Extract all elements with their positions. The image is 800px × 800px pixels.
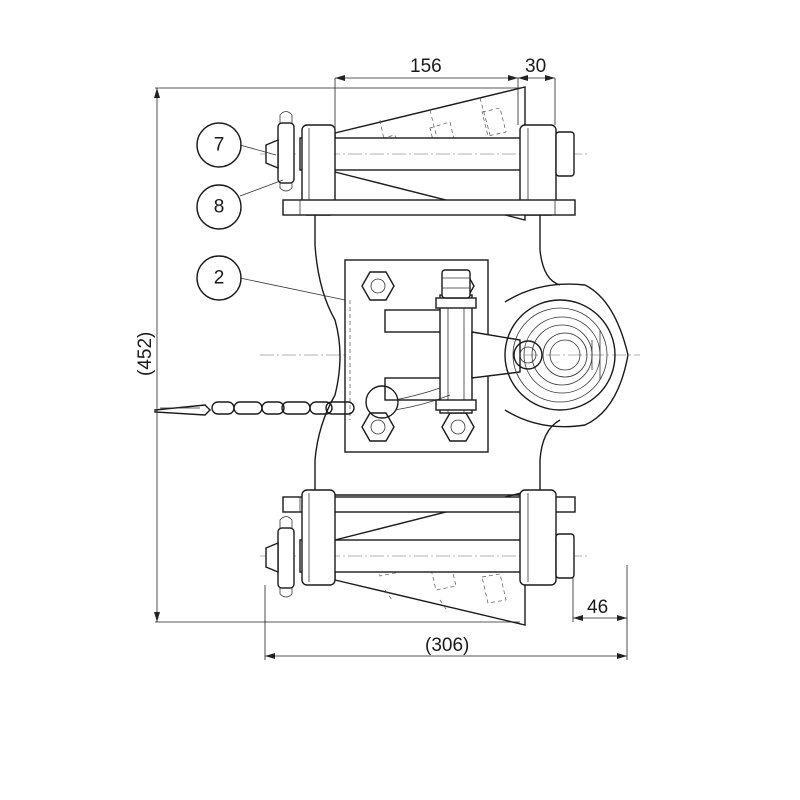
leader-line-2 bbox=[239, 277, 346, 301]
hex-bolt-top-left bbox=[361, 271, 395, 301]
dimension-overall-width: (306) bbox=[264, 565, 628, 660]
dimension-top-width: 156 bbox=[334, 56, 555, 133]
top-axle-assembly bbox=[260, 86, 590, 221]
coupling-eye-assembly bbox=[504, 283, 629, 428]
safety-chain bbox=[154, 385, 451, 419]
balloon-item-8: 8 bbox=[196, 184, 242, 230]
balloon-label-8: 8 bbox=[214, 197, 225, 218]
dimension-label-46: 46 bbox=[587, 597, 608, 618]
dimension-label-306: (306) bbox=[425, 635, 469, 656]
leader-line-7 bbox=[239, 144, 277, 156]
dimension-top-offset: 30 bbox=[518, 56, 556, 125]
main-body-plate bbox=[314, 215, 561, 496]
dimension-label-452: (452) bbox=[135, 332, 156, 376]
balloon-label-2: 2 bbox=[214, 268, 225, 289]
dimension-overall-height: (452) bbox=[135, 87, 520, 623]
balloon-label-7: 7 bbox=[214, 135, 225, 156]
center-mounting-plate bbox=[344, 259, 521, 453]
dimension-label-30: 30 bbox=[525, 56, 546, 77]
bottom-axle-assembly bbox=[260, 489, 590, 626]
balloon-item-7: 7 bbox=[196, 122, 242, 168]
hex-bolt-bottom-right bbox=[441, 412, 475, 442]
leader-line-8 bbox=[239, 179, 284, 197]
dimension-side-offset: 46 bbox=[572, 578, 627, 622]
dimension-label-156: 156 bbox=[410, 56, 442, 77]
balloon-item-2: 2 bbox=[196, 255, 242, 301]
